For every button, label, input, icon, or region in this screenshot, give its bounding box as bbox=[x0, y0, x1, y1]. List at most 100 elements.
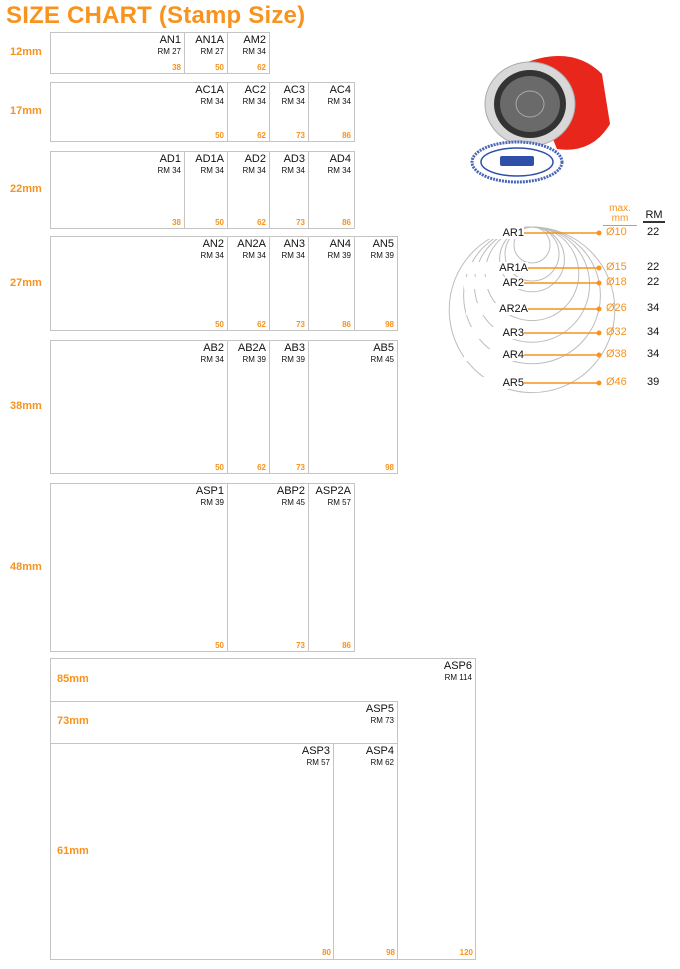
round-size-circle bbox=[463, 226, 601, 365]
stamp-width-mm: 62 bbox=[257, 463, 266, 472]
stamp-price: RM 39 bbox=[281, 355, 305, 364]
stamp-width-mm: 98 bbox=[385, 463, 394, 472]
round-stamp-code: AR5 bbox=[464, 377, 524, 389]
stamp-price: RM 45 bbox=[370, 355, 394, 364]
stamp-price: RM 57 bbox=[306, 758, 330, 767]
row-height-label: 27mm bbox=[10, 276, 42, 289]
round-stamp-price: 22 bbox=[647, 276, 660, 288]
leader-dot bbox=[596, 280, 602, 286]
stamp-width-mm: 73 bbox=[296, 463, 305, 472]
stamp-code: AN3 bbox=[283, 238, 305, 250]
round-stamp-code: AR2A bbox=[466, 303, 528, 315]
stamp-code: AB2 bbox=[203, 342, 224, 354]
stamp-price: RM 57 bbox=[327, 498, 351, 507]
stamp-price: RM 34 bbox=[242, 166, 266, 175]
stamp-price: RM 45 bbox=[281, 498, 305, 507]
stamp-code: AC2 bbox=[244, 84, 266, 96]
stamp-code: AC1A bbox=[195, 84, 224, 96]
row-height-label: 12mm bbox=[10, 46, 42, 58]
stamp-price: RM 34 bbox=[242, 97, 266, 106]
row-height-label: 85mm bbox=[57, 672, 89, 685]
stamp-price: RM 34 bbox=[157, 166, 181, 175]
stamp-price: RM 27 bbox=[157, 47, 181, 56]
round-stamp-price: 22 bbox=[647, 261, 660, 273]
stamp-code: ASP3 bbox=[301, 745, 330, 757]
stamp-code: ASP4 bbox=[365, 745, 394, 757]
stamp-code: AB3 bbox=[284, 342, 305, 354]
stamp-width-mm: 50 bbox=[215, 641, 224, 650]
row-height-label: 17mm bbox=[10, 105, 42, 117]
stamp-width-mm: 62 bbox=[257, 63, 266, 72]
stamp-price: RM 34 bbox=[242, 47, 266, 56]
leader-dot bbox=[596, 230, 602, 236]
stamp-code: ASP1 bbox=[195, 485, 224, 497]
stamp-price: RM 39 bbox=[200, 498, 224, 507]
row-height-label: 73mm bbox=[57, 715, 89, 727]
stamp-price: RM 34 bbox=[327, 166, 351, 175]
stamp-width-mm: 120 bbox=[459, 948, 473, 957]
leader-dot bbox=[596, 352, 602, 358]
round-stamp-price: 34 bbox=[647, 326, 660, 338]
leader-dot bbox=[596, 330, 602, 336]
stamp-price: RM 34 bbox=[200, 355, 224, 364]
round-stamp-price: 34 bbox=[647, 302, 660, 314]
stamp-width-mm: 62 bbox=[257, 218, 266, 227]
row-height-label: 48mm bbox=[10, 560, 42, 573]
stamp-width-mm: 50 bbox=[215, 131, 224, 140]
stamp-code: AD2 bbox=[244, 153, 266, 165]
stamp-seal-impression-icon bbox=[470, 140, 564, 184]
page-title: SIZE CHART (Stamp Size) bbox=[6, 2, 306, 29]
leader-dot bbox=[596, 380, 602, 386]
stamp-price: RM 39 bbox=[370, 251, 394, 260]
leader-dot bbox=[596, 265, 602, 271]
stamp-code: AN1A bbox=[195, 34, 224, 46]
stamp-code: ASP2A bbox=[315, 485, 351, 497]
stamp-code: AN2 bbox=[202, 238, 224, 250]
round-stamp-code: AR1 bbox=[464, 227, 524, 239]
stamp-width-mm: 86 bbox=[342, 218, 351, 227]
round-stamp-code: AR1A bbox=[466, 262, 528, 274]
stamp-price: RM 34 bbox=[281, 166, 305, 175]
stamp-price: RM 39 bbox=[327, 251, 351, 260]
stamp-width-mm: 73 bbox=[296, 641, 305, 650]
stamp-code: AN5 bbox=[372, 238, 394, 250]
stamp-code: ASP6 bbox=[443, 660, 472, 672]
stamp-price: RM 34 bbox=[242, 251, 266, 260]
stamp-width-mm: 73 bbox=[296, 320, 305, 329]
stamp-width-mm: 50 bbox=[215, 320, 224, 329]
stamp-price: RM 34 bbox=[281, 97, 305, 106]
stamp-code: AN2A bbox=[237, 238, 266, 250]
stamp-price: RM 114 bbox=[444, 673, 472, 682]
stamp-width-mm: 73 bbox=[296, 218, 305, 227]
stamp-width-mm: 86 bbox=[342, 320, 351, 329]
row-height-label: 38mm bbox=[10, 400, 42, 412]
stamp-width-mm: 73 bbox=[296, 131, 305, 140]
stamp-width-mm: 50 bbox=[215, 63, 224, 72]
stamp-code: AN1 bbox=[159, 34, 181, 46]
stamp-price: RM 27 bbox=[200, 47, 224, 56]
round-stamp-diameter: Ø10 bbox=[606, 226, 627, 238]
stamp-width-mm: 38 bbox=[172, 63, 181, 72]
max-mm-header: max. mm bbox=[603, 204, 637, 226]
stamp-width-mm: 50 bbox=[215, 218, 224, 227]
stamp-code: AN4 bbox=[329, 238, 351, 250]
row-height-label: 22mm bbox=[10, 183, 42, 195]
stamp-price: RM 62 bbox=[370, 758, 394, 767]
stamp-width-mm: 38 bbox=[172, 218, 181, 227]
stamp-body-icon bbox=[484, 56, 610, 150]
stamp-price: RM 73 bbox=[370, 716, 394, 725]
stamp-code: AM2 bbox=[243, 34, 266, 46]
stamp-code: AD1A bbox=[195, 153, 224, 165]
round-stamp-code: AR2 bbox=[464, 277, 524, 289]
stamp-code: ASP5 bbox=[365, 703, 394, 715]
stamp-width-mm: 86 bbox=[342, 641, 351, 650]
stamp-width-mm: 62 bbox=[257, 320, 266, 329]
stamp-price: RM 34 bbox=[327, 97, 351, 106]
round-stamp-diameter: Ø38 bbox=[606, 348, 627, 360]
